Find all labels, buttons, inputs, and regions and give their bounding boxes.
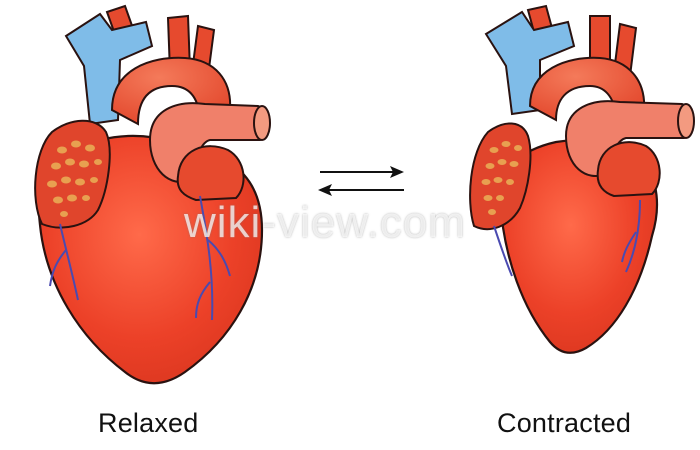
label-contracted: Contracted [497, 408, 632, 438]
arrow-right-icon [320, 166, 404, 178]
contracted-heart [469, 4, 695, 354]
label-relaxed: Relaxed [98, 408, 199, 438]
relaxed-heart [34, 4, 271, 385]
fat-spots [47, 140, 102, 217]
pulmonary-artery-opening [253, 105, 271, 141]
coronary-vessels [493, 199, 641, 277]
coronary-vessels [49, 195, 231, 321]
superior-vena-cava [484, 10, 576, 116]
superior-vena-cava [64, 12, 154, 126]
left-atrium [596, 141, 661, 198]
watermark-text: wiki-view.com [184, 198, 466, 247]
pulmonary-artery-opening [677, 103, 695, 139]
arrow-left-icon [318, 184, 404, 196]
fat-spots [481, 141, 522, 215]
left-atrium [176, 145, 245, 202]
